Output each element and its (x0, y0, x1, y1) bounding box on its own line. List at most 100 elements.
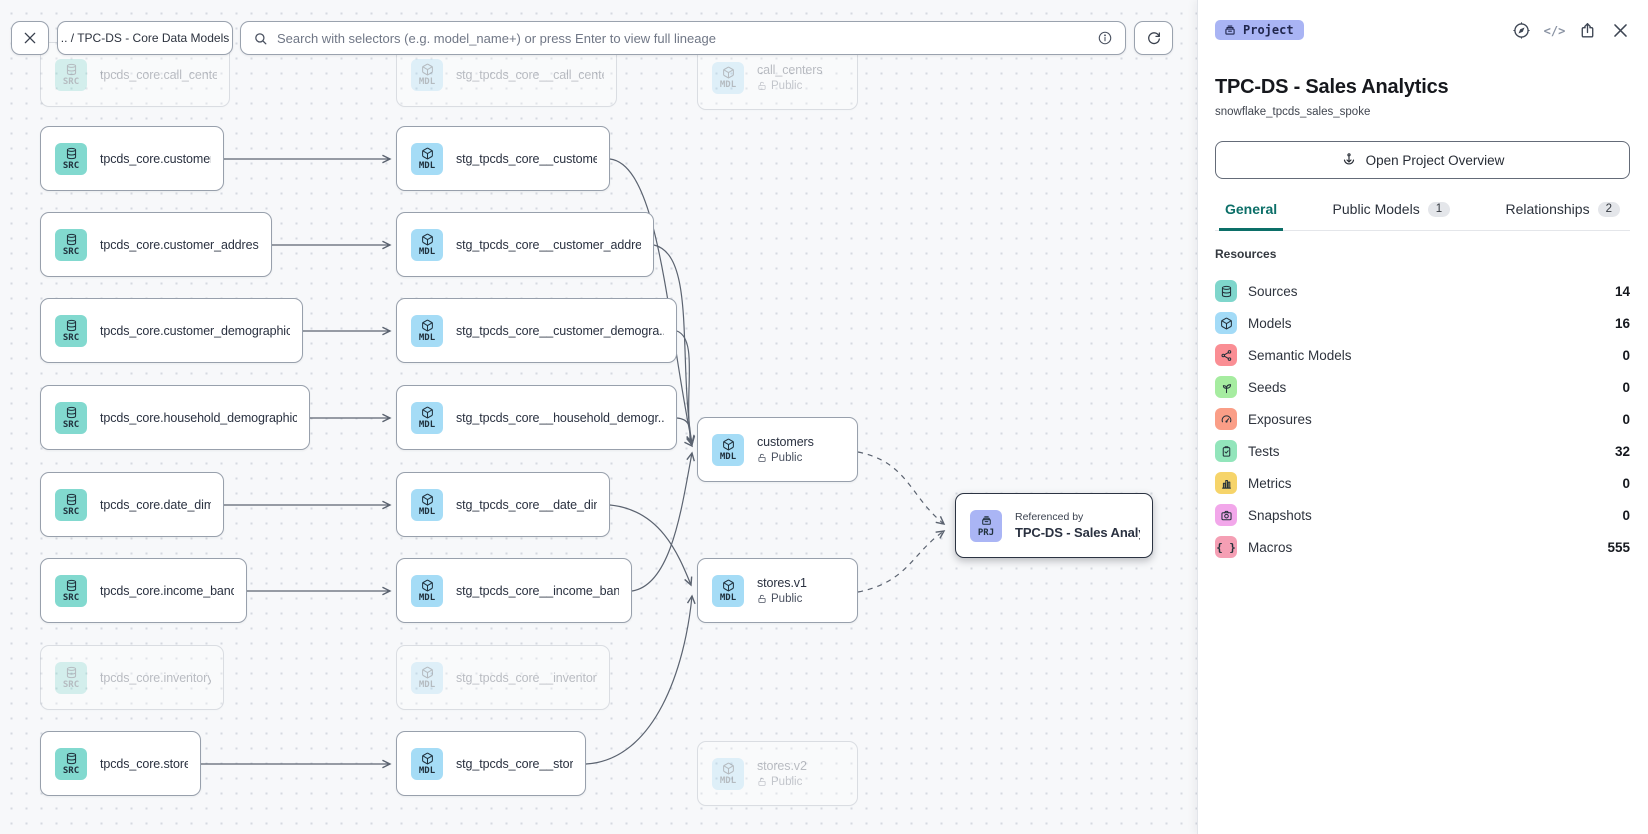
database-icon: SRC (55, 314, 87, 347)
braces-icon: { } (1215, 536, 1237, 558)
node-label: stg_tpcds_core__household_demogr... (456, 410, 664, 425)
open-project-overview-button[interactable]: Open Project Overview (1215, 141, 1630, 179)
node-label: stores.v1 (757, 576, 807, 590)
cube-icon: MDL (411, 228, 443, 261)
graph-node-src-inventory[interactable]: SRC tpcds_core.inventory (40, 645, 224, 710)
resource-count: 32 (1614, 443, 1630, 459)
resource-count: 0 (1622, 347, 1630, 363)
resource-row-exposures[interactable]: Exposures 0 (1215, 403, 1630, 435)
info-icon[interactable] (1097, 30, 1113, 46)
cube-icon: MDL (712, 61, 744, 94)
cube-icon: MDL (712, 433, 744, 466)
node-label: stg_tpcds_core__date_dim (456, 497, 597, 512)
node-label: stores.v2 (757, 759, 807, 773)
graph-node-mdl-store[interactable]: MDL stg_tpcds_core__store (396, 731, 586, 796)
resource-label: Models (1248, 315, 1292, 331)
public-access-label: Public (757, 776, 807, 788)
node-label: stg_tpcds_core__income_band (456, 583, 619, 598)
project-subtitle: snowflake_tpcds_sales_spoke (1215, 106, 1371, 118)
node-label: tpcds_core.customer_demographics (100, 323, 290, 338)
project-details-panel: Project </> TPC-DS - Sales Analytics sno… (1197, 0, 1648, 834)
tab-count-badge: 2 (1597, 201, 1620, 217)
node-label: tpcds_core.inventory (100, 670, 211, 685)
node-label: tpcds_core.income_band (100, 583, 234, 598)
graph-node-mdl-income-band[interactable]: MDL stg_tpcds_core__income_band (396, 558, 632, 623)
refresh-button[interactable] (1134, 21, 1173, 55)
graph-node-src-customer-demographics[interactable]: SRC tpcds_core.customer_demographics (40, 298, 303, 363)
resource-count: 14 (1614, 283, 1630, 299)
node-label: tpcds_core.household_demographics (100, 410, 297, 425)
resource-count: 0 (1622, 379, 1630, 395)
public-access-label: Public (757, 80, 823, 92)
cube-icon (1215, 312, 1237, 334)
explore-compass-button[interactable] (1512, 21, 1531, 40)
resource-row-semantic-models[interactable]: Semantic Models 0 (1215, 339, 1630, 371)
resource-count: 16 (1614, 315, 1630, 331)
node-label: stg_tpcds_core__store (456, 756, 573, 771)
code-view-button[interactable]: </> (1544, 21, 1566, 40)
search-input[interactable] (277, 30, 1097, 46)
unlock-icon (757, 81, 767, 91)
resource-row-models[interactable]: Models 16 (1215, 307, 1630, 339)
tab-general[interactable]: General (1219, 201, 1284, 231)
close-lineage-button[interactable] (11, 21, 49, 55)
project-icon: PRJ (970, 509, 1002, 542)
graph-node-mdl-date-dim[interactable]: MDL stg_tpcds_core__date_dim (396, 472, 610, 537)
breadcrumb[interactable]: .. / TPC-DS - Core Data Models (57, 21, 233, 55)
resource-label: Metrics (1248, 475, 1292, 491)
open-project-overview-label: Open Project Overview (1365, 152, 1505, 168)
database-icon: SRC (55, 228, 87, 261)
search-bar[interactable] (240, 21, 1126, 55)
resource-label: Exposures (1248, 411, 1312, 427)
public-access-label: Public (757, 452, 814, 464)
cube-icon: MDL (411, 661, 443, 694)
tab-label: General (1225, 201, 1278, 217)
clipboard-check-icon (1215, 440, 1237, 462)
resource-label: Macros (1248, 539, 1293, 555)
project-type-badge: Project (1215, 20, 1304, 40)
database-icon: SRC (55, 661, 87, 694)
cube-icon: MDL (411, 488, 443, 521)
resource-label: Semantic Models (1248, 347, 1352, 363)
seed-icon (1215, 376, 1237, 398)
close-panel-button[interactable] (1611, 21, 1630, 40)
tab-count-badge: 1 (1427, 201, 1451, 217)
cube-icon: MDL (411, 747, 443, 780)
database-icon: SRC (55, 488, 87, 521)
page-title: TPC-DS - Sales Analytics (1215, 76, 1449, 98)
database-icon: SRC (55, 142, 87, 175)
resource-count: 0 (1622, 411, 1630, 427)
search-icon (255, 32, 267, 44)
project-icon (1225, 25, 1235, 35)
cube-icon: MDL (411, 574, 443, 607)
share-button[interactable] (1578, 21, 1597, 40)
node-label: stg_tpcds_core__customer_demogra... (456, 323, 664, 338)
